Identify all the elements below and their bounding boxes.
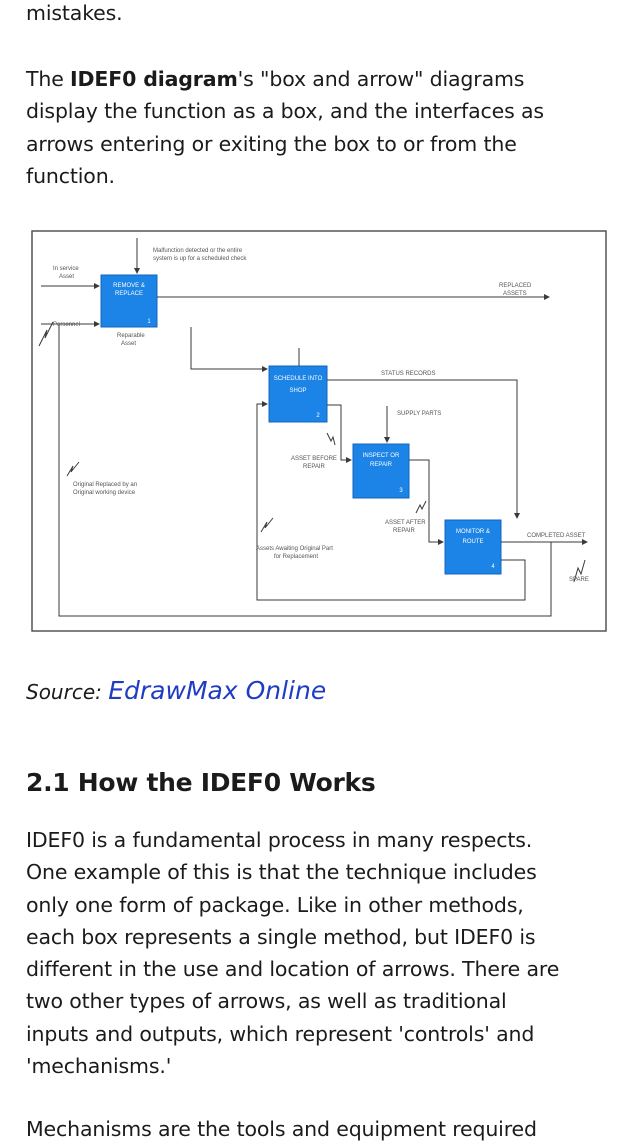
text-line: display the function as a box, and the i… — [26, 99, 544, 124]
text-line: different in the use and location of arr… — [26, 957, 560, 982]
text-line: Mechanisms are the tools and equipment r… — [26, 1117, 537, 1141]
label-replaced-assets: ASSETS — [503, 291, 527, 297]
bold-term: IDEF0 diagram — [70, 67, 238, 91]
text-line: function. — [26, 163, 115, 188]
label-status-records: STATUS RECORDS — [381, 371, 435, 377]
image-source: Source: EdrawMax Online — [26, 676, 326, 705]
box-title: ROUTE — [463, 539, 484, 545]
text-line: only one form of package. Like in other … — [26, 892, 524, 917]
label-asset-before-repair: REPAIR — [303, 464, 326, 470]
paragraph-idef0-description: The IDEF0 diagram's "box and arrow" diag… — [26, 63, 618, 192]
label-malfunction: Malfunction detected or the entire — [153, 248, 243, 254]
text-line: IDEF0 is a fundamental process in many r… — [26, 828, 533, 852]
box-number: 1 — [147, 319, 151, 325]
section-heading: 2.1 How the IDEF0 Works — [26, 768, 376, 797]
paragraph-how-it-works: IDEF0 is a fundamental process in many r… — [26, 824, 618, 1082]
label-supply-parts: SUPPLY PARTS — [397, 411, 441, 417]
text-line: One example of this is that the techniqu… — [26, 860, 537, 885]
label-asset-after-repair: ASSET AFTER — [385, 520, 426, 526]
source-link[interactable]: EdrawMax Online — [108, 676, 327, 705]
label-in-service: Asset — [59, 274, 74, 280]
label-assets-awaiting: Assets Awaiting Original Part — [256, 546, 333, 552]
box-number: 2 — [316, 413, 320, 419]
label-original-replaced: Original Replaced by an — [73, 482, 137, 488]
text-line: two other types of arrows, as well as tr… — [26, 989, 507, 1014]
box-title: REMOVE & — [113, 283, 145, 289]
label-malfunction: system is up for a scheduled check — [153, 256, 247, 262]
text-line: each box represents a single method, but… — [26, 924, 536, 949]
function-box-remove-replace: REMOVE & REPLACE 1 — [100, 274, 158, 328]
box-number: 3 — [399, 488, 403, 494]
function-box-monitor-route: MONITOR & ROUTE 4 — [444, 519, 502, 575]
box-title: SCHEDULE INTO — [274, 376, 323, 382]
box-title: REPLACE — [115, 291, 143, 297]
text-line: inputs and outputs, which represent 'con… — [26, 1021, 535, 1046]
label-reparable-asset: Asset — [121, 341, 136, 347]
text-run: 's "box and arrow" diagrams — [237, 67, 525, 91]
label-personnel: Personnel — [53, 322, 80, 328]
label-asset-before-repair: ASSET BEFORE — [291, 456, 337, 462]
box-title: INSPECT OR — [363, 453, 400, 459]
label-assets-awaiting: for Replacement — [274, 554, 318, 560]
paragraph-mechanisms: Mechanisms are the tools and equipment r… — [26, 1113, 618, 1145]
diagram-arrows — [38, 238, 588, 617]
function-box-inspect-or-repair: INSPECT OR REPAIR 3 — [352, 443, 410, 499]
label-completed-asset: COMPLETED ASSET — [527, 533, 586, 539]
label-reparable-asset: Reparable — [117, 333, 145, 339]
box-title: REPAIR — [370, 462, 393, 468]
idef0-diagram: REMOVE & REPLACE 1 SCHEDULE INTO SHOP 2 … — [31, 230, 607, 632]
box-title: MONITOR & — [456, 529, 490, 535]
text-line: 'mechanisms.' — [26, 1054, 172, 1079]
box-number: 4 — [491, 564, 495, 570]
box-title: SHOP — [289, 388, 306, 394]
text-run: The — [26, 67, 71, 91]
text-line: mistakes. — [26, 1, 123, 25]
label-in-service: In service — [53, 266, 79, 272]
paragraph-intro-end: mistakes. — [26, 0, 618, 29]
label-original-replaced: Original working device — [73, 490, 136, 496]
label-replaced-assets: REPLACED — [499, 283, 532, 289]
text-line: arrows entering or exiting the box to or… — [26, 131, 517, 156]
label-spare: SPARE — [569, 577, 589, 583]
function-box-schedule-into-shop: SCHEDULE INTO SHOP 2 — [268, 365, 328, 423]
label-asset-after-repair: REPAIR — [393, 528, 416, 534]
source-label: Source: — [26, 680, 109, 704]
